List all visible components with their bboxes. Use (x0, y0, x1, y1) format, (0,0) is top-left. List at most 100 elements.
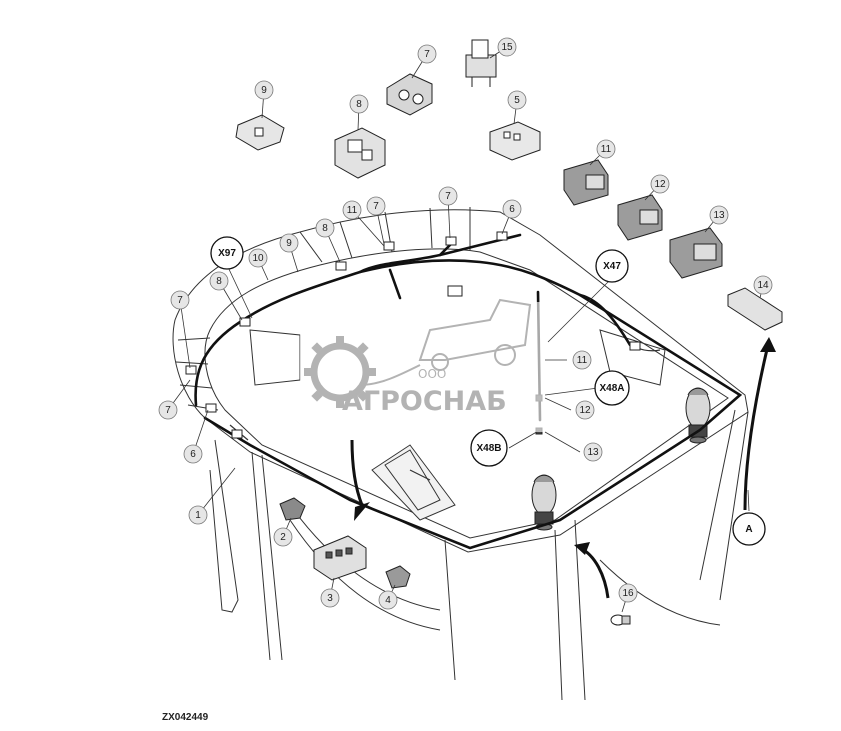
callout-number: 7 (165, 405, 171, 416)
part-fuse-relay-15 (465, 39, 497, 87)
callout-number: 5 (514, 95, 520, 106)
callout-number: 12 (654, 179, 666, 190)
callout-number: 10 (252, 253, 264, 264)
callout-c6a: 6 (502, 199, 522, 219)
connector-text: X97 (218, 248, 236, 259)
callout-c8c: 8 (209, 271, 229, 291)
callout-number: 8 (356, 99, 362, 110)
callout-c7b: 7 (366, 196, 386, 216)
callout-bubble (279, 233, 299, 253)
callout-number: 11 (577, 355, 588, 366)
part-terminal-2 (279, 497, 306, 521)
connector-label-detA: A (732, 512, 766, 546)
callout-bubble (618, 583, 638, 603)
callout-number: 9 (261, 85, 267, 96)
callout-bubble (366, 196, 386, 216)
callout-bubble (320, 588, 340, 608)
connector-text: A (745, 524, 752, 535)
callout-bubble (438, 186, 458, 206)
callout-bubble (572, 350, 592, 370)
connector-text: X48B (476, 443, 501, 454)
part-connector-7 (386, 73, 433, 116)
callout-c13a: 13 (709, 205, 729, 225)
callout-number: 8 (216, 276, 222, 287)
beacon-lamp-right (685, 387, 711, 444)
watermark-combine-icon (359, 298, 532, 386)
callout-bubble (378, 590, 398, 610)
callout-bubble (315, 218, 335, 238)
callout-number: 9 (286, 238, 292, 249)
callout-number: 2 (280, 532, 286, 543)
callout-c8b: 8 (315, 218, 335, 238)
callout-c12b: 12 (575, 400, 595, 420)
connector-circle (732, 512, 766, 546)
callout-c7a: 7 (417, 44, 437, 64)
callout-c7e: 7 (158, 400, 178, 420)
connector-label-x97: X97 (210, 236, 244, 270)
connector-label-x48a: X48A (594, 370, 630, 406)
connector-text: X47 (603, 261, 621, 272)
callout-number: 7 (424, 49, 430, 60)
callout-number: 1 (195, 510, 201, 521)
callout-c4: 4 (378, 590, 398, 610)
callout-bubble (502, 199, 522, 219)
callout-number: 14 (757, 280, 769, 291)
callout-number: 6 (190, 449, 196, 460)
callout-bubble (417, 44, 437, 64)
callout-bubble (158, 400, 178, 420)
callout-number: 11 (601, 144, 612, 155)
callout-c6b: 6 (183, 444, 203, 464)
callout-c11a: 11 (596, 139, 616, 159)
callout-bubble (709, 205, 729, 225)
connector-text: X48A (599, 383, 624, 394)
connector-circle (470, 429, 508, 467)
callout-bubble (507, 90, 527, 110)
arrowheads (354, 337, 776, 555)
callout-bubble (650, 174, 670, 194)
callout-number: 15 (501, 42, 513, 53)
callout-number: 7 (373, 201, 379, 212)
connector-circle (210, 236, 244, 270)
part-terminal-4 (385, 565, 411, 589)
callout-bubble (575, 400, 595, 420)
watermark-gear-teeth (304, 336, 376, 408)
callout-number: 3 (327, 593, 333, 604)
callout-bubble (209, 271, 229, 291)
callout-c10: 10 (248, 248, 268, 268)
callout-number: 13 (713, 210, 725, 221)
callout-bubble (583, 442, 603, 462)
part-connector-12 (617, 194, 663, 241)
callout-c13b: 13 (583, 442, 603, 462)
callout-number: 11 (347, 205, 358, 216)
callout-bubble (248, 248, 268, 268)
part-connector-5 (489, 121, 541, 161)
callout-bubble (188, 505, 208, 525)
connector-circle (594, 370, 630, 406)
callout-c2: 2 (273, 527, 293, 547)
callout-bubble (170, 290, 190, 310)
part-connector-14 (727, 287, 783, 331)
part-bulb-16 (610, 614, 631, 626)
callout-c12a: 12 (650, 174, 670, 194)
callout-number: 16 (622, 588, 634, 599)
part-connector-9 (235, 114, 285, 151)
callout-bubble (342, 200, 362, 220)
callout-number: 8 (322, 223, 328, 234)
connector-circle (595, 249, 629, 283)
callout-bubble (273, 527, 293, 547)
callout-bubble (497, 37, 517, 57)
callout-number: 13 (587, 447, 599, 458)
callout-bubble (254, 80, 274, 100)
callout-number: 4 (385, 595, 391, 606)
callout-c11b: 11 (342, 200, 362, 220)
callout-number: 7 (445, 191, 451, 202)
callout-c14: 14 (753, 275, 773, 295)
callout-bubble (753, 275, 773, 295)
callout-c7c: 7 (438, 186, 458, 206)
callout-number: 12 (579, 405, 591, 416)
part-connector-11 (563, 159, 609, 206)
callout-c11c: 11 (572, 350, 592, 370)
callout-c16: 16 (618, 583, 638, 603)
